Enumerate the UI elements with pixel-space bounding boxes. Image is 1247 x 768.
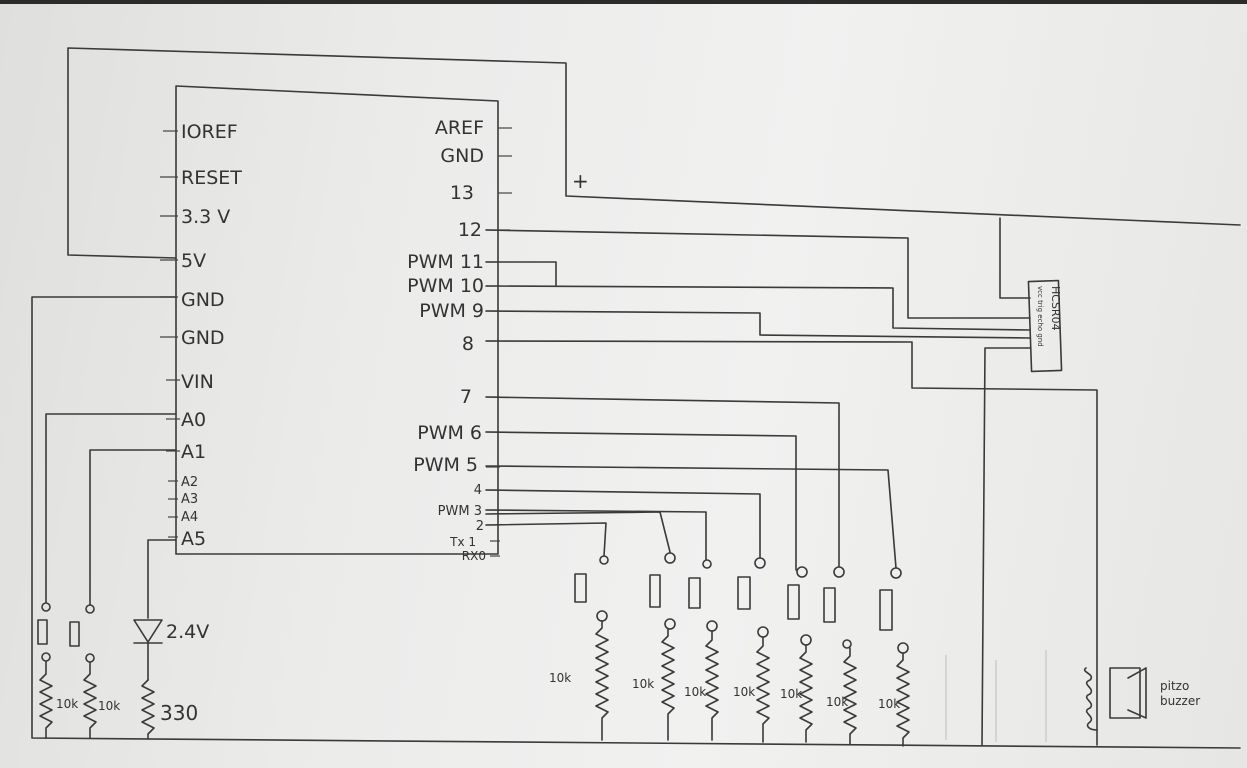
pin-13: 13 [450, 182, 474, 204]
pin-pwm6: PWM 6 [417, 422, 482, 444]
hcsr04-sensor: HCSR04 vcc trig echo gnd [1027, 279, 1063, 373]
pin-reset: RESET [181, 167, 242, 189]
pin-ioref: IOREF [181, 121, 238, 143]
svg-text:10k: 10k [684, 685, 706, 699]
button-column-4: 10k [733, 557, 770, 743]
piezo-buzzer: pitzo buzzer [1083, 667, 1200, 746]
wire-pin9 [485, 310, 1031, 339]
wire-sensor-gnd [981, 347, 1031, 746]
button-column-6: 10k [823, 566, 857, 745]
pin-a2: A2 [181, 475, 198, 490]
pin-a0: A0 [181, 409, 206, 431]
pin-tx1: Tx 1 [449, 535, 476, 549]
resistor-a0: 10k [39, 661, 78, 739]
pin-aref: AREF [435, 117, 484, 139]
wire-gnd-rail [31, 296, 1241, 749]
pin-pwm11: PWM 11 [407, 251, 484, 273]
resistor-330-label: 330 [160, 701, 198, 725]
paper-sheet [0, 4, 1247, 768]
pin-a4: A4 [181, 510, 198, 525]
pin-a1: A1 [181, 441, 206, 463]
sensor-pins: vcc trig echo gnd [1036, 286, 1044, 347]
button-column-1: 10k [549, 555, 609, 741]
pin-gnd-3: GND [440, 145, 484, 167]
arduino-board [175, 85, 499, 555]
pin-7: 7 [460, 386, 472, 408]
button-column-7: 10k [878, 567, 910, 747]
svg-text:10k: 10k [733, 685, 755, 699]
pin-gnd-1: GND [181, 289, 225, 311]
svg-text:10k: 10k [878, 697, 900, 711]
pin-pwm3: PWM 3 [438, 504, 482, 519]
svg-text:10k: 10k [780, 687, 802, 701]
led-diode: 2.4V [133, 619, 209, 681]
pin-4: 4 [474, 483, 482, 498]
right-pin-labels: AREF GND 13 12 PWM 11 PWM 10 PWM 9 8 7 P… [407, 117, 486, 563]
wire-pin6 [485, 431, 797, 571]
wire-pin8 [485, 340, 1098, 731]
wire-sensor-vcc [999, 217, 1031, 299]
button-column-3: 10k [684, 559, 719, 741]
pin-pwm10: PWM 10 [407, 275, 484, 297]
pin-8: 8 [462, 333, 474, 355]
svg-text:10k: 10k [549, 671, 571, 685]
left-pin-labels: IOREF RESET 3.3 V 5V GND GND VIN A0 A1 A… [181, 121, 242, 550]
wire-pin3 [485, 509, 707, 561]
pin-2: 2 [476, 519, 484, 534]
pin-pwm5: PWM 5 [413, 454, 478, 476]
resistor-a1: 10k [83, 661, 120, 739]
pin-vin: VIN [181, 371, 214, 393]
wire-pin2 [485, 522, 607, 557]
button-column-2: 10k [632, 552, 676, 741]
buzzer-label-1: pitzo [1160, 679, 1189, 693]
svg-text:10k: 10k [56, 697, 78, 711]
sensor-label: HCSR04 [1049, 286, 1062, 331]
svg-text:10k: 10k [826, 695, 848, 709]
pin-5v: 5V [181, 250, 206, 272]
wire-pin4 [485, 489, 761, 559]
buzzer-label-2: buzzer [1160, 694, 1200, 708]
wire-pin3b [485, 511, 671, 553]
pin-3v3: 3.3 V [181, 206, 230, 228]
svg-text:10k: 10k [98, 699, 120, 713]
pin-a5: A5 [181, 528, 206, 550]
plus-sign: + [572, 169, 589, 193]
wire-pin5 [485, 465, 897, 569]
button-column-5: 10k [780, 566, 813, 743]
diode-label: 2.4V [166, 621, 209, 643]
left-pin-ticks [160, 130, 180, 538]
wire-a1 [89, 449, 177, 606]
wire-pin11 [485, 261, 557, 287]
wire-pin12 [485, 229, 1031, 319]
pin-12: 12 [458, 219, 482, 241]
wire-a0 [45, 413, 177, 603]
wire-pin10 [485, 285, 1031, 331]
wire-pin7 [485, 396, 840, 567]
erased-marks [945, 650, 1047, 742]
wire-a5 [147, 539, 177, 619]
resistor-330: 330 [141, 679, 198, 739]
wire-5v-rail [67, 47, 1241, 259]
pin-gnd-2: GND [181, 327, 225, 349]
pin-pwm9: PWM 9 [419, 300, 484, 322]
pin-rx0: RX0 [462, 549, 486, 563]
svg-text:10k: 10k [632, 677, 654, 691]
button-a1 [69, 604, 95, 663]
pin-a3: A3 [181, 492, 198, 507]
button-a0 [37, 602, 51, 662]
right-pin-ticks [486, 127, 512, 557]
